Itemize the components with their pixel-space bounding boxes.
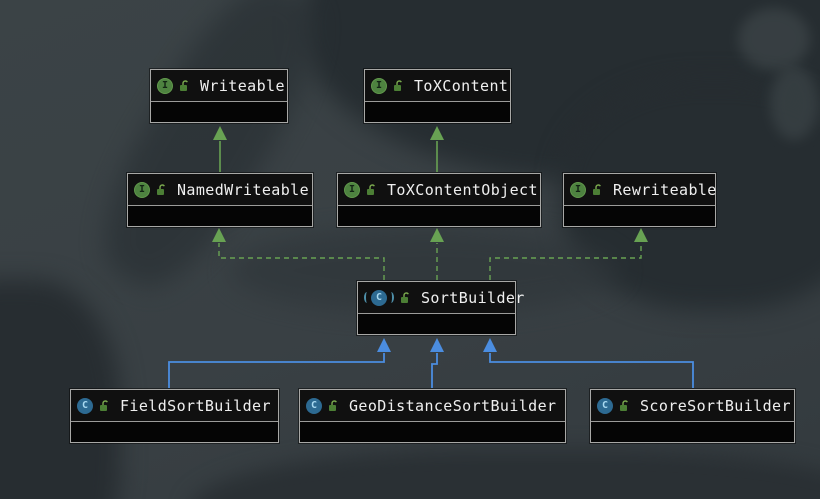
class-icon: C (77, 397, 93, 414)
interface-icon: I (570, 181, 586, 198)
node-header: C SortBuilder (358, 282, 524, 314)
public-lock-icon (366, 183, 377, 196)
node-compartment (300, 422, 565, 442)
node-label: ScoreSortBuilder (640, 396, 791, 415)
node-label: ToXContent (414, 76, 509, 95)
interface-icon: I (371, 77, 387, 94)
class-node-sortbuilder[interactable]: C SortBuilder (357, 281, 524, 335)
edge-sortbuilder-implements-namedwriteable[interactable] (212, 228, 385, 280)
edge-sortbuilder-implements-rewriteable[interactable] (489, 228, 648, 280)
node-compartment (338, 206, 540, 226)
node-label: SortBuilder (421, 288, 525, 307)
edge-namedwriteable-extends-writeable[interactable] (213, 126, 227, 172)
interface-icon: I (134, 181, 150, 198)
node-compartment (564, 206, 715, 226)
interface-node-namedwriteable[interactable]: I NamedWriteable (127, 173, 313, 227)
public-lock-icon (393, 79, 404, 92)
edge-toxcontentobject-extends-toxcontent[interactable] (430, 126, 444, 172)
node-header: I NamedWriteable (128, 174, 312, 206)
node-compartment (128, 206, 312, 226)
node-header: I ToXContent (365, 70, 510, 102)
node-compartment (591, 422, 794, 442)
abstract-paren-right (388, 292, 394, 303)
abstract-paren-left (364, 292, 370, 303)
public-lock-icon (156, 183, 167, 196)
interface-node-writeable[interactable]: I Writeable (150, 69, 288, 123)
edge-fieldsortbuilder-extends-sortbuilder[interactable] (168, 338, 391, 388)
interface-node-rewriteable[interactable]: I Rewriteable (563, 173, 716, 227)
node-header: C GeoDistanceSortBuilder (300, 390, 565, 422)
background-silhouette (738, 8, 810, 70)
node-label: Writeable (200, 76, 285, 95)
node-header: C FieldSortBuilder (71, 390, 278, 422)
public-lock-icon (99, 399, 110, 412)
class-node-geodistancesortbuilder[interactable]: C GeoDistanceSortBuilder (299, 389, 566, 443)
class-node-scoresortbuilder[interactable]: C ScoreSortBuilder (590, 389, 795, 443)
node-compartment (358, 314, 515, 334)
node-label: NamedWriteable (177, 180, 310, 199)
interface-node-toxcontent[interactable]: I ToXContent (364, 69, 511, 123)
node-label: Rewriteable (613, 180, 717, 199)
edge-scoresortbuilder-extends-sortbuilder[interactable] (483, 338, 694, 388)
class-icon: C (306, 397, 322, 414)
public-lock-icon (328, 399, 339, 412)
public-lock-icon (619, 399, 630, 412)
public-lock-icon (179, 79, 190, 92)
background-silhouette (770, 66, 818, 140)
interface-icon: I (157, 77, 173, 94)
node-header: I Rewriteable (564, 174, 717, 206)
interface-node-toxcontentobject[interactable]: I ToXContentObject (337, 173, 541, 227)
node-label: FieldSortBuilder (120, 396, 271, 415)
node-header: C ScoreSortBuilder (591, 390, 794, 422)
public-lock-icon (400, 291, 411, 304)
class-icon: C (597, 397, 613, 414)
node-header: I Writeable (151, 70, 287, 102)
public-lock-icon (592, 183, 603, 196)
node-label: GeoDistanceSortBuilder (349, 396, 557, 415)
edge-geodistancesortbuilder-extends-sortbuilder[interactable] (430, 338, 444, 388)
node-header: I ToXContentObject (338, 174, 540, 206)
node-compartment (365, 102, 510, 122)
class-node-fieldsortbuilder[interactable]: C FieldSortBuilder (70, 389, 279, 443)
node-compartment (151, 102, 287, 122)
node-compartment (71, 422, 278, 442)
edge-sortbuilder-implements-toxcontentobject[interactable] (430, 228, 444, 280)
node-label: ToXContentObject (387, 180, 538, 199)
interface-icon: I (344, 181, 360, 198)
abstract-class-icon: C (364, 289, 394, 306)
